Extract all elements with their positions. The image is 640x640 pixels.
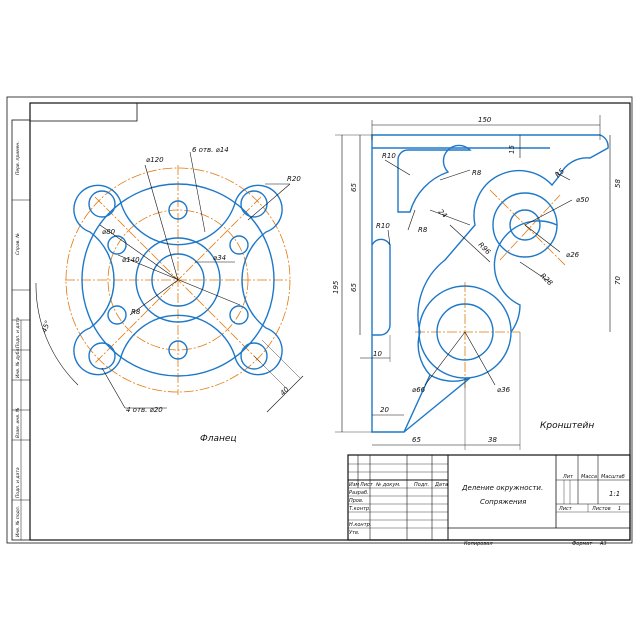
tb-role-appr: Утв. bbox=[349, 530, 360, 536]
dim-h65a: 65 bbox=[350, 183, 358, 192]
tb-scale: Масштаб bbox=[601, 474, 625, 480]
dim-l40: 40 bbox=[279, 385, 291, 397]
side-stamp-1: Справ. № bbox=[15, 233, 21, 255]
dim-w65: 65 bbox=[412, 436, 421, 444]
tb-sheets: Листов bbox=[591, 506, 611, 512]
dim-d120: ⌀120 bbox=[146, 156, 164, 164]
tb-sheet: Лист bbox=[558, 506, 573, 512]
dim-r20: R20 bbox=[287, 175, 301, 183]
side-strip: Перв. примен. Справ. № Подп. и дата Инв.… bbox=[11, 119, 31, 541]
tb-role-dev: Разраб. bbox=[349, 490, 369, 496]
drawing-frame bbox=[29, 102, 631, 541]
sheet-border bbox=[6, 96, 633, 544]
flange-title: Фланец bbox=[200, 434, 237, 444]
dim-d24: 24 bbox=[437, 208, 449, 220]
dim-holes4: 4 отв. ⌀20 bbox=[126, 406, 163, 414]
dim-d34: ⌀34 bbox=[213, 254, 226, 262]
dim-d36: ⌀36 bbox=[497, 386, 511, 394]
dim-h58: 58 bbox=[614, 179, 622, 188]
dim-w38: 38 bbox=[488, 436, 497, 444]
dim-r8b: R8 bbox=[418, 226, 428, 234]
tb-sheets-value: 1 bbox=[618, 506, 621, 512]
tb-col-date: Дата bbox=[434, 482, 448, 488]
dim-h195: 195 bbox=[332, 280, 340, 294]
tb-name-line1: Деление окружности. bbox=[461, 484, 543, 492]
tb-mass: Масса bbox=[581, 474, 597, 480]
dim-r8a: R8 bbox=[472, 169, 482, 177]
dim-holes6: 6 отв. ⌀14 bbox=[192, 146, 229, 154]
dim-d80: ⌀80 bbox=[102, 228, 116, 236]
dim-h15: 15 bbox=[508, 145, 516, 154]
dim-d26: ⌀26 bbox=[566, 251, 580, 259]
dim-w20: 20 bbox=[380, 406, 389, 414]
dim-ang45: 45° bbox=[40, 319, 52, 333]
dim-h65b: 65 bbox=[350, 283, 358, 292]
tb-format: Формат bbox=[572, 541, 593, 547]
top-stamp bbox=[29, 102, 138, 122]
dim-d66: ⌀66 bbox=[412, 386, 426, 394]
side-stamp-6: Инв. № подл. bbox=[15, 506, 21, 537]
dim-r8: R8 bbox=[131, 308, 141, 316]
tb-scale-value: 1:1 bbox=[609, 490, 620, 498]
tb-role-check: Пров. bbox=[349, 498, 364, 504]
dim-w10: 10 bbox=[373, 350, 382, 358]
dim-w150: 150 bbox=[478, 116, 492, 124]
side-stamp-2: Подп. и дата bbox=[15, 317, 21, 348]
dim-d140: ⌀140 bbox=[122, 256, 140, 264]
tb-role-tcontr: Т.контр. bbox=[349, 506, 371, 512]
tb-col-doc: № докум. bbox=[375, 482, 401, 488]
flange-drawing: ⌀120 6 отв. ⌀14 R20 ⌀80 ⌀140 ⌀34 R8 45° … bbox=[35, 146, 304, 444]
side-stamp-4: Взам. инв. № bbox=[15, 407, 21, 438]
title-block: Изм Лист № докум. Подп. Дата Разраб. Про… bbox=[347, 454, 631, 547]
side-stamp-5: Подп. и дата bbox=[15, 467, 21, 498]
tb-col-list: Лист bbox=[359, 482, 374, 488]
dim-r10b: R10 bbox=[376, 222, 390, 230]
dim-d50: ⌀50 bbox=[576, 196, 590, 204]
side-stamp-0: Перв. примен. bbox=[15, 141, 21, 175]
tb-col-sign: Подп. bbox=[414, 482, 429, 488]
dim-r28: R28 bbox=[539, 272, 555, 288]
tb-col-izm: Изм bbox=[349, 482, 359, 488]
bracket-title: Кронштейн bbox=[540, 421, 594, 431]
tb-role-ncontr: Н.контр. bbox=[349, 522, 371, 528]
dim-r96: R96 bbox=[477, 241, 493, 257]
tb-name-line2: Сопряжения bbox=[480, 498, 526, 506]
dim-r10a: R10 bbox=[382, 152, 396, 160]
bracket-drawing: 150 15 58 R10 R8 R5 65 R10 R8 24 R96 ⌀50… bbox=[332, 115, 622, 450]
tb-lit: Лит bbox=[562, 474, 574, 480]
tb-copied: Копировал bbox=[464, 541, 493, 547]
tb-format-value: А3 bbox=[599, 541, 607, 547]
dim-h70: 70 bbox=[614, 276, 622, 285]
side-stamp-3: Инв. № дубл. bbox=[15, 347, 21, 378]
